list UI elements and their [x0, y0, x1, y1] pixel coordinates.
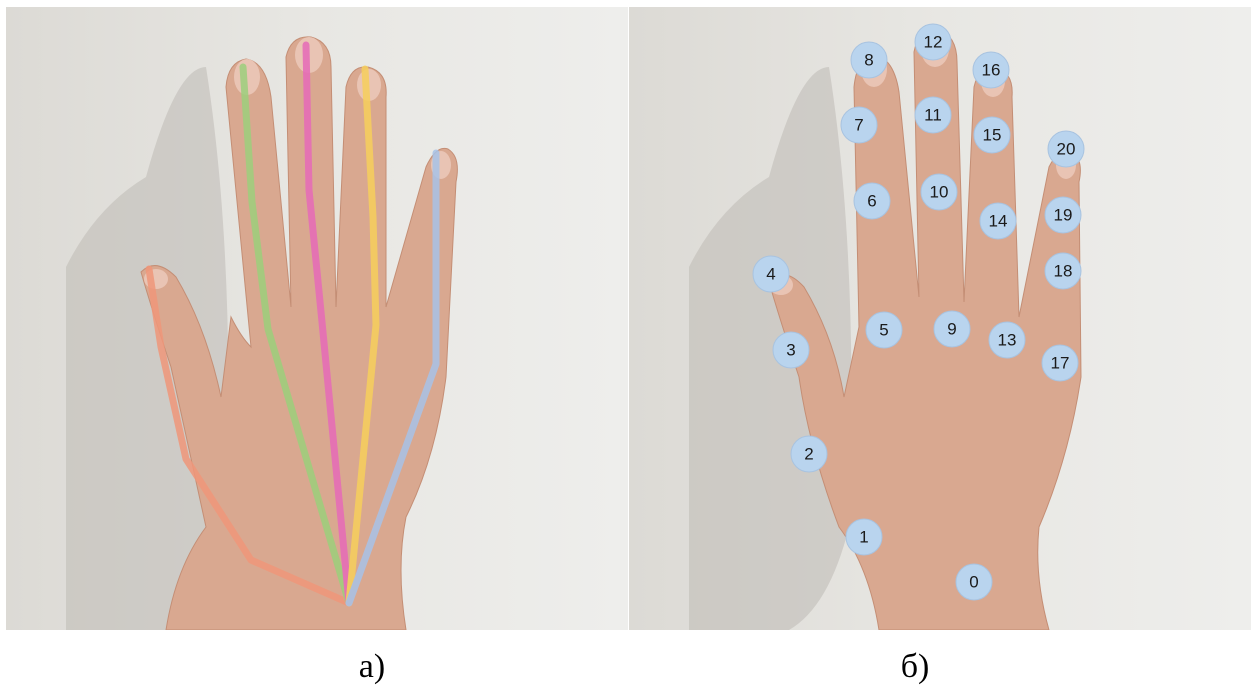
- keypoint-label: 14: [989, 212, 1008, 231]
- keypoint-label: 17: [1051, 354, 1070, 373]
- keypoint-label: 19: [1054, 206, 1073, 225]
- keypoint-label: 7: [854, 116, 863, 135]
- hand-skeleton-image: [6, 7, 628, 630]
- keypoint-label: 4: [766, 265, 775, 284]
- keypoint-label: 0: [969, 573, 978, 592]
- keypoint-label: 9: [947, 320, 956, 339]
- keypoint-label: 12: [924, 33, 943, 52]
- keypoint-label: 5: [879, 321, 888, 340]
- keypoint-label: 11: [924, 106, 942, 125]
- keypoint-label: 20: [1057, 140, 1076, 159]
- keypoint-label: 15: [983, 126, 1002, 145]
- keypoint-label: 18: [1054, 262, 1073, 281]
- keypoint-label: 6: [867, 192, 876, 211]
- keypoint-label: 13: [998, 331, 1017, 350]
- keypoint-label: 1: [859, 528, 868, 547]
- hand-keypoints-image: 0 1 2 3 4 5 6 7 8 9 10 11 12 13 14 15 16…: [629, 7, 1251, 630]
- caption-a: а): [312, 648, 432, 686]
- keypoint-label: 8: [864, 51, 873, 70]
- keypoint-label: 10: [930, 183, 949, 202]
- keypoint-label: 2: [804, 445, 813, 464]
- keypoint-label: 3: [786, 341, 795, 360]
- keypoint-label: 16: [982, 61, 1001, 80]
- caption-b: б): [855, 648, 975, 686]
